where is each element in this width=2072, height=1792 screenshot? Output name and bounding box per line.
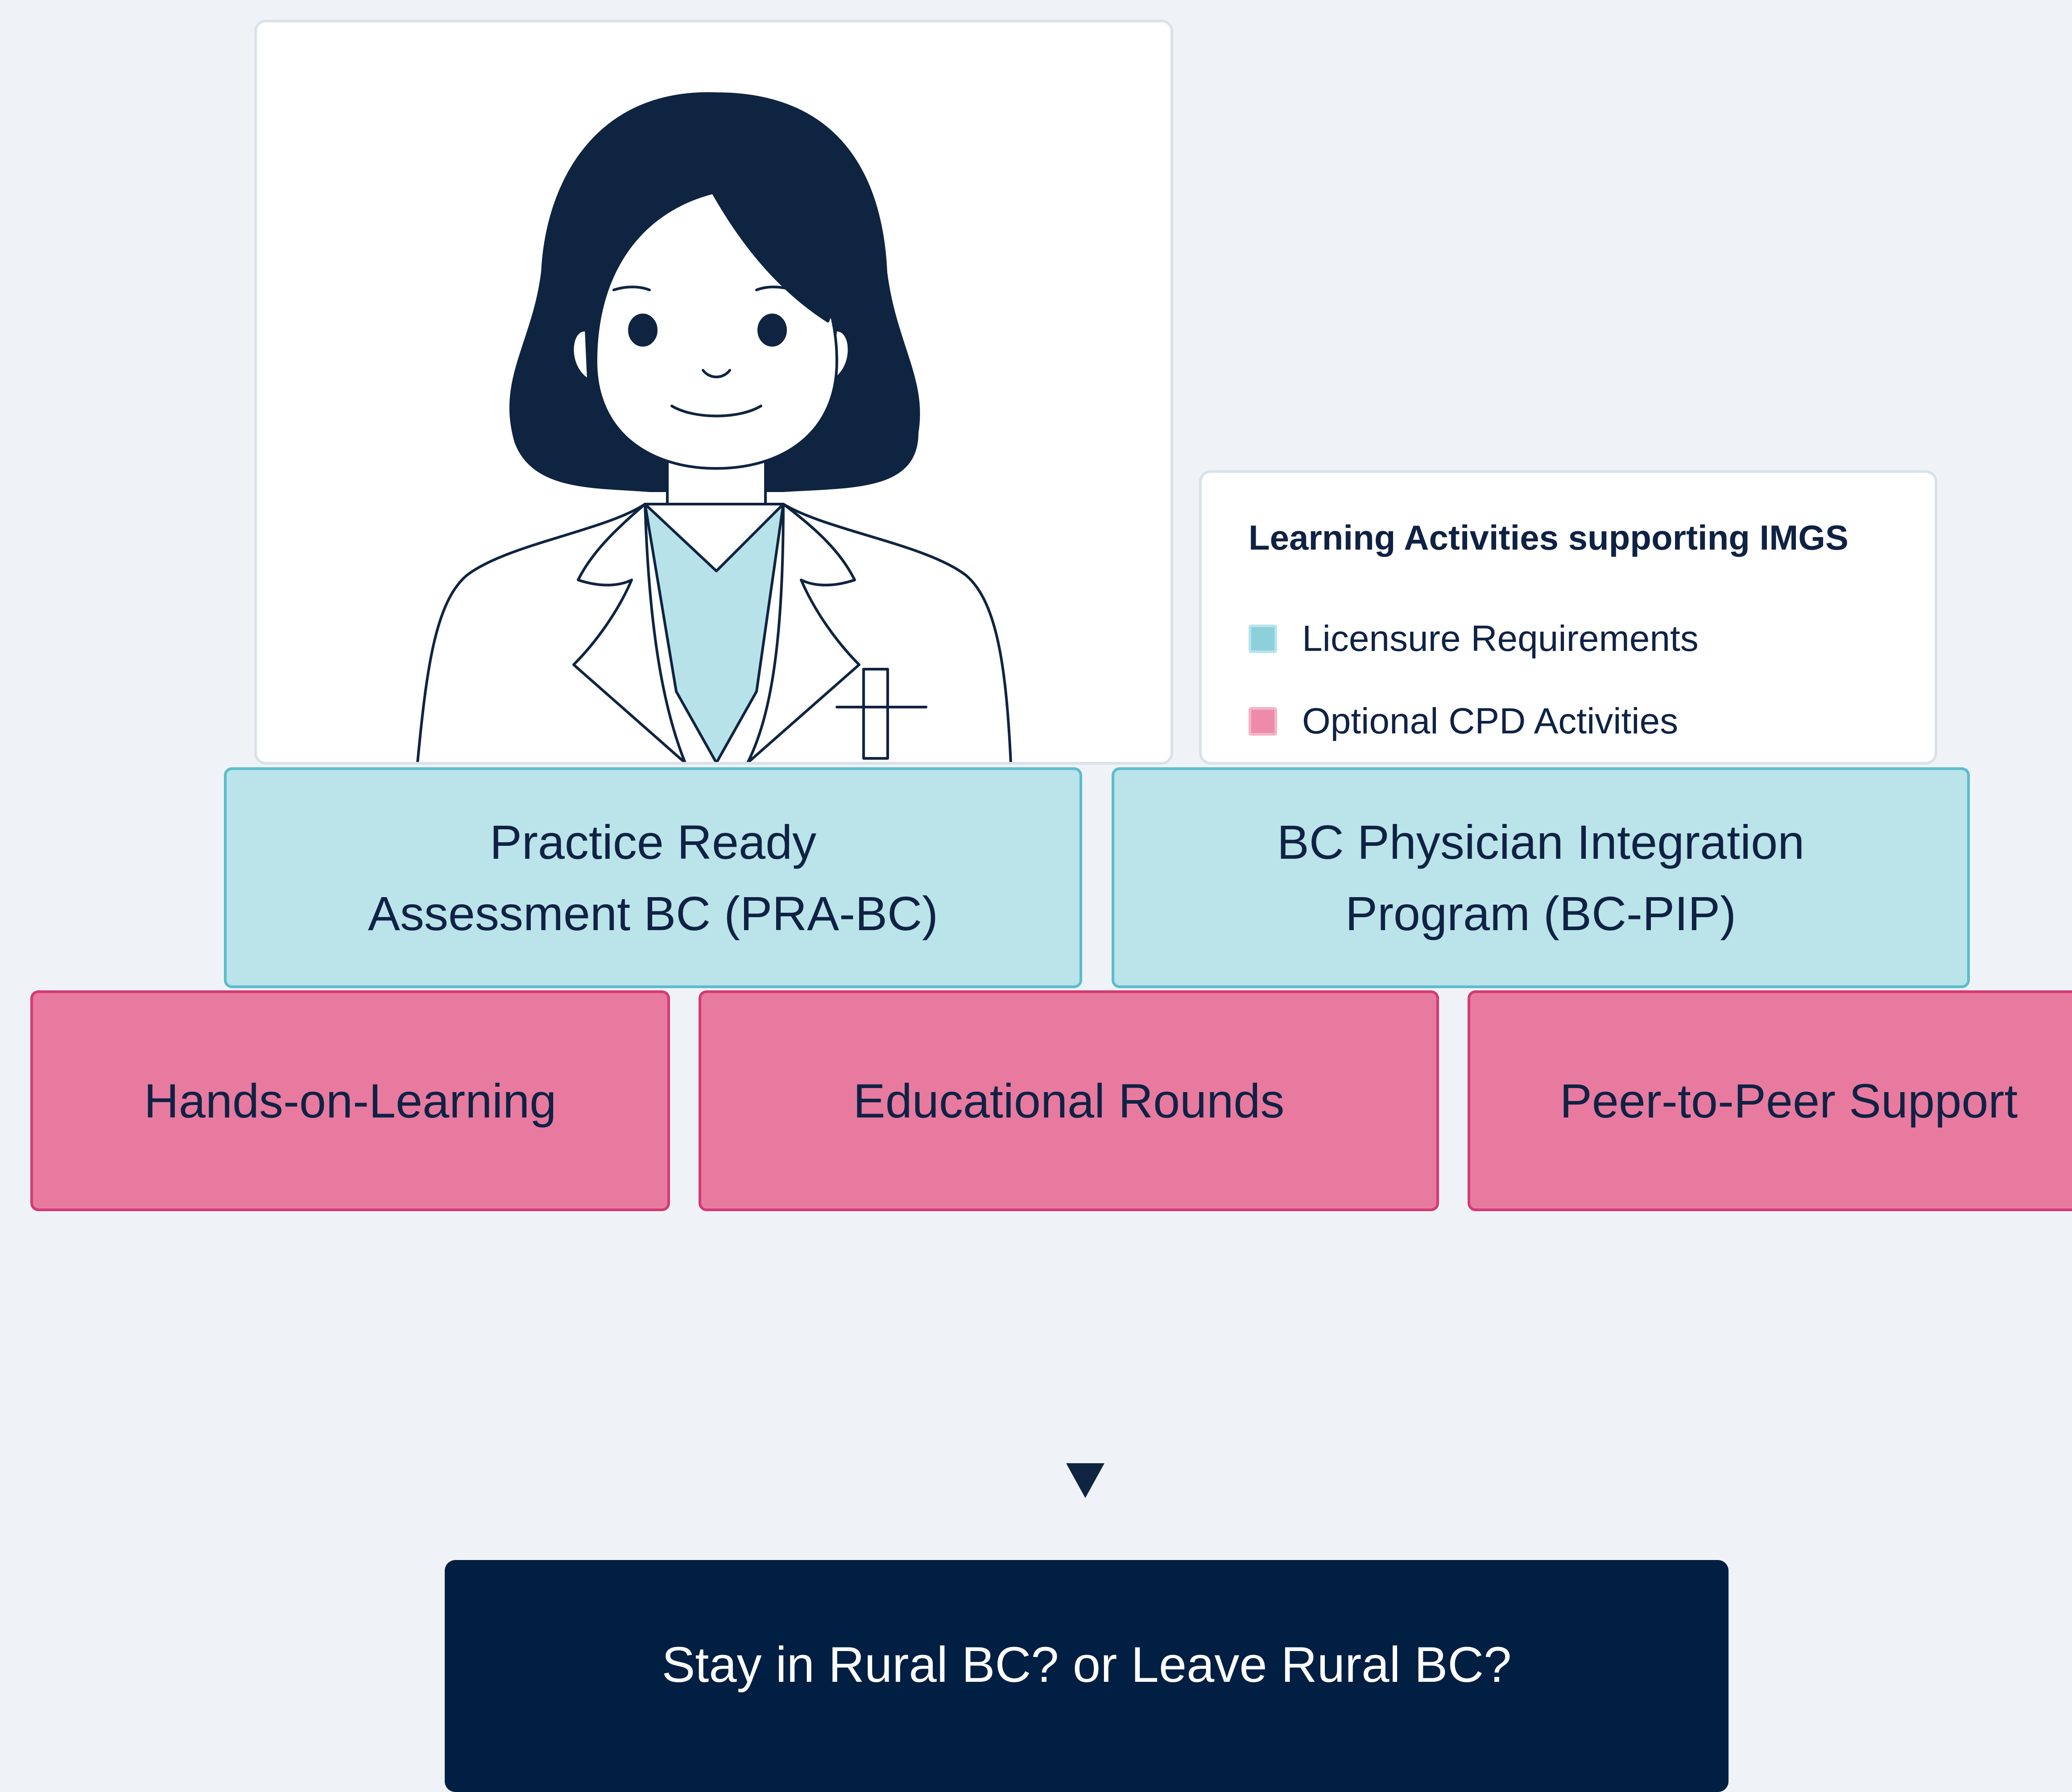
legend-item-licensure: Licensure Requirements [1249, 618, 1699, 660]
activity-box-educational-rounds: Educational Rounds [699, 990, 1439, 1211]
outcome-label: Stay in Rural BC? or Leave Rural BC? [662, 1637, 1512, 1693]
requirement-label: Practice Ready Assessment BC (PRA-BC) [368, 815, 939, 940]
outcome-box: Stay in Rural BC? or Leave Rural BC? [445, 1560, 1729, 1792]
requirement-box-bc-pip: BC Physician Integration Program (BC-PIP… [1112, 767, 1970, 988]
activity-box-peer-to-peer-support: Peer-to-Peer Support [1468, 990, 2072, 1211]
licensure-swatch-icon [1249, 625, 1277, 653]
activity-label: Educational Rounds [853, 1073, 1285, 1128]
activity-label: Peer-to-Peer Support [1559, 1073, 2018, 1128]
legend-title: Learning Activities supporting IMGS [1249, 518, 1849, 557]
dashed-arrow-down-icon [1066, 1280, 1104, 1498]
legend-item-label: Licensure Requirements [1302, 618, 1699, 659]
cpd-swatch-icon [1249, 707, 1277, 736]
doctor-illustration [416, 92, 1012, 762]
legend: Learning Activities supporting IMGS Lice… [1199, 470, 1937, 765]
legend-item-cpd: Optional CPD Activities [1249, 700, 1678, 742]
requirement-box-pra-bc: Practice Ready Assessment BC (PRA-BC) [224, 767, 1082, 988]
requirement-label: BC Physician Integration Program (BC-PIP… [1277, 815, 1805, 940]
legend-item-label: Optional CPD Activities [1302, 701, 1679, 741]
doctor-illustration-card [254, 20, 1173, 765]
activity-label: Hands-on-Learning [144, 1073, 557, 1128]
activity-box-hands-on-learning: Hands-on-Learning [30, 990, 670, 1211]
